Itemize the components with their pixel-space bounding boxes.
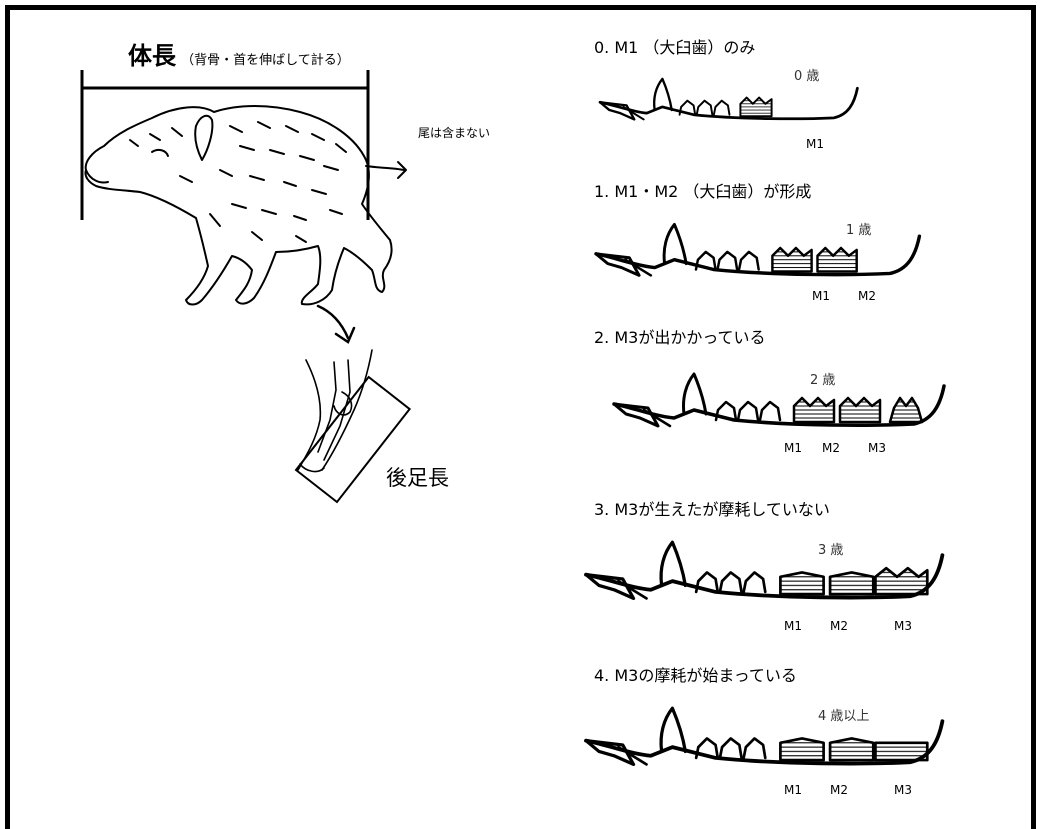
jaw-drawing xyxy=(596,224,919,275)
jaw-drawing xyxy=(586,542,942,598)
jaw-drawing xyxy=(586,708,942,764)
jaw-drawing xyxy=(614,374,944,426)
jaw-drawing xyxy=(600,79,857,120)
